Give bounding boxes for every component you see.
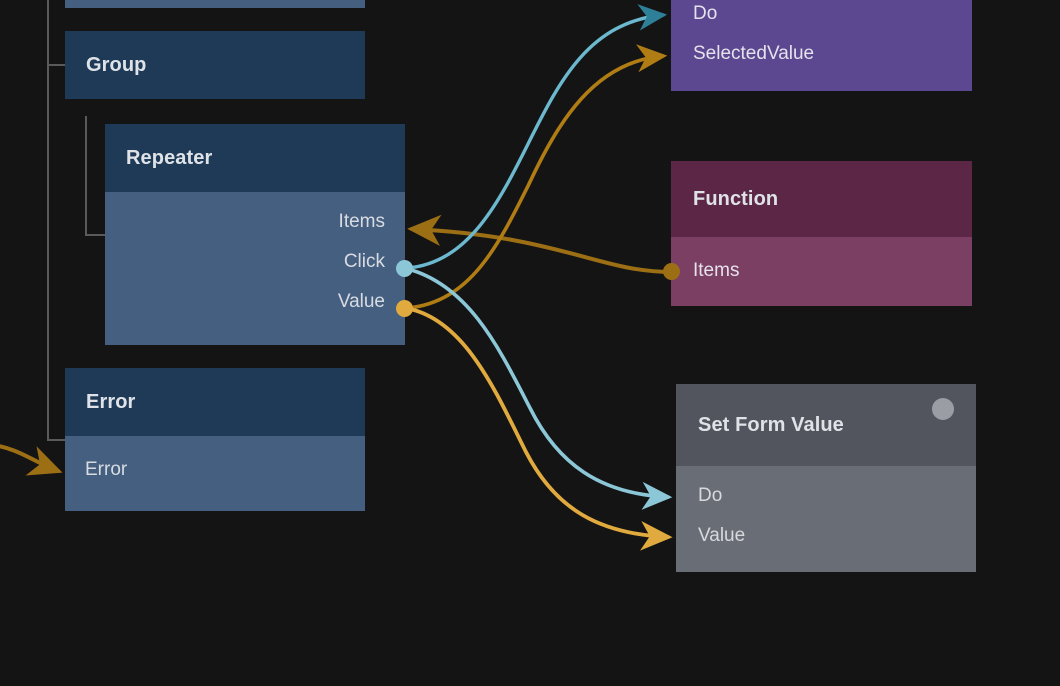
port-repeater-click-label: Click xyxy=(343,251,385,272)
node-function-header[interactable]: Function xyxy=(671,161,972,237)
node-repeater-body: Items Click Value xyxy=(105,192,405,345)
node-set-form-value-header[interactable]: Set Form Value xyxy=(676,384,976,466)
node-set-form-value[interactable]: Set Form Value Do Value xyxy=(676,384,976,572)
node-error[interactable]: Error Error xyxy=(65,368,365,511)
node-repeater-header[interactable]: Repeater xyxy=(105,124,405,192)
port-select-selectedvalue[interactable]: SelectedValue xyxy=(693,44,814,63)
node-repeater[interactable]: Repeater Items Click Value xyxy=(105,124,405,345)
edge-repeater-click-to-setformvalue-do xyxy=(406,267,673,510)
node-set-form-value-body: Do Value xyxy=(676,466,976,572)
port-sfv-value-label: Value xyxy=(698,525,746,546)
port-function-items-label: Items xyxy=(693,260,740,281)
node-group-title: Group xyxy=(86,53,147,76)
port-repeater-items-label: Items xyxy=(338,211,385,232)
port-knob-repeater-click[interactable] xyxy=(396,260,413,277)
node-function[interactable]: Function Items xyxy=(671,161,972,306)
port-select-selectedvalue-label: SelectedValue xyxy=(693,43,815,64)
edge-offscreen-to-error-input xyxy=(0,444,63,476)
port-sfv-value[interactable]: Value xyxy=(698,526,745,545)
node-error-body: Error xyxy=(65,436,365,511)
port-repeater-value-label: Value xyxy=(337,291,385,312)
node-partial-top[interactable] xyxy=(65,0,365,8)
node-group-header[interactable]: Group xyxy=(65,31,365,99)
port-knob-function-items[interactable] xyxy=(663,263,680,280)
tree-stub-repeater xyxy=(85,234,105,236)
port-repeater-click[interactable]: Click xyxy=(344,252,385,271)
node-repeater-title: Repeater xyxy=(126,146,213,169)
tree-rail-group-children xyxy=(85,116,87,236)
node-error-header[interactable]: Error xyxy=(65,368,365,436)
tree-stub-error xyxy=(47,439,65,441)
node-partial-top-body xyxy=(65,0,365,8)
port-select-do-label: Do xyxy=(693,3,718,24)
port-function-items[interactable]: Items xyxy=(693,261,739,280)
port-error-input[interactable]: Error xyxy=(85,460,127,479)
node-function-title: Function xyxy=(693,187,779,210)
tree-rail-root xyxy=(47,0,49,441)
edge-repeater-value-to-select-selectedvalue xyxy=(406,44,668,310)
status-indicator-dot[interactable] xyxy=(932,398,954,420)
tree-stub-group xyxy=(47,64,65,66)
node-group[interactable]: Group xyxy=(65,31,365,99)
edge-function-items-to-repeater-items xyxy=(407,214,673,274)
port-repeater-value[interactable]: Value xyxy=(338,292,385,311)
port-sfv-do[interactable]: Do xyxy=(698,486,722,505)
node-select[interactable]: Do SelectedValue xyxy=(671,0,972,91)
port-select-do[interactable]: Do xyxy=(693,4,717,23)
edge-repeater-value-to-setformvalue-value xyxy=(408,307,673,551)
port-repeater-items[interactable]: Items xyxy=(339,212,385,231)
port-sfv-do-label: Do xyxy=(698,485,723,506)
port-error-input-label: Error xyxy=(85,459,128,480)
node-function-body: Items xyxy=(671,237,972,306)
port-knob-repeater-value[interactable] xyxy=(396,300,413,317)
node-error-title: Error xyxy=(86,390,136,413)
node-set-form-value-title: Set Form Value xyxy=(698,413,844,436)
node-select-body: Do SelectedValue xyxy=(671,0,972,91)
edge-repeater-click-to-select-do xyxy=(406,4,668,270)
